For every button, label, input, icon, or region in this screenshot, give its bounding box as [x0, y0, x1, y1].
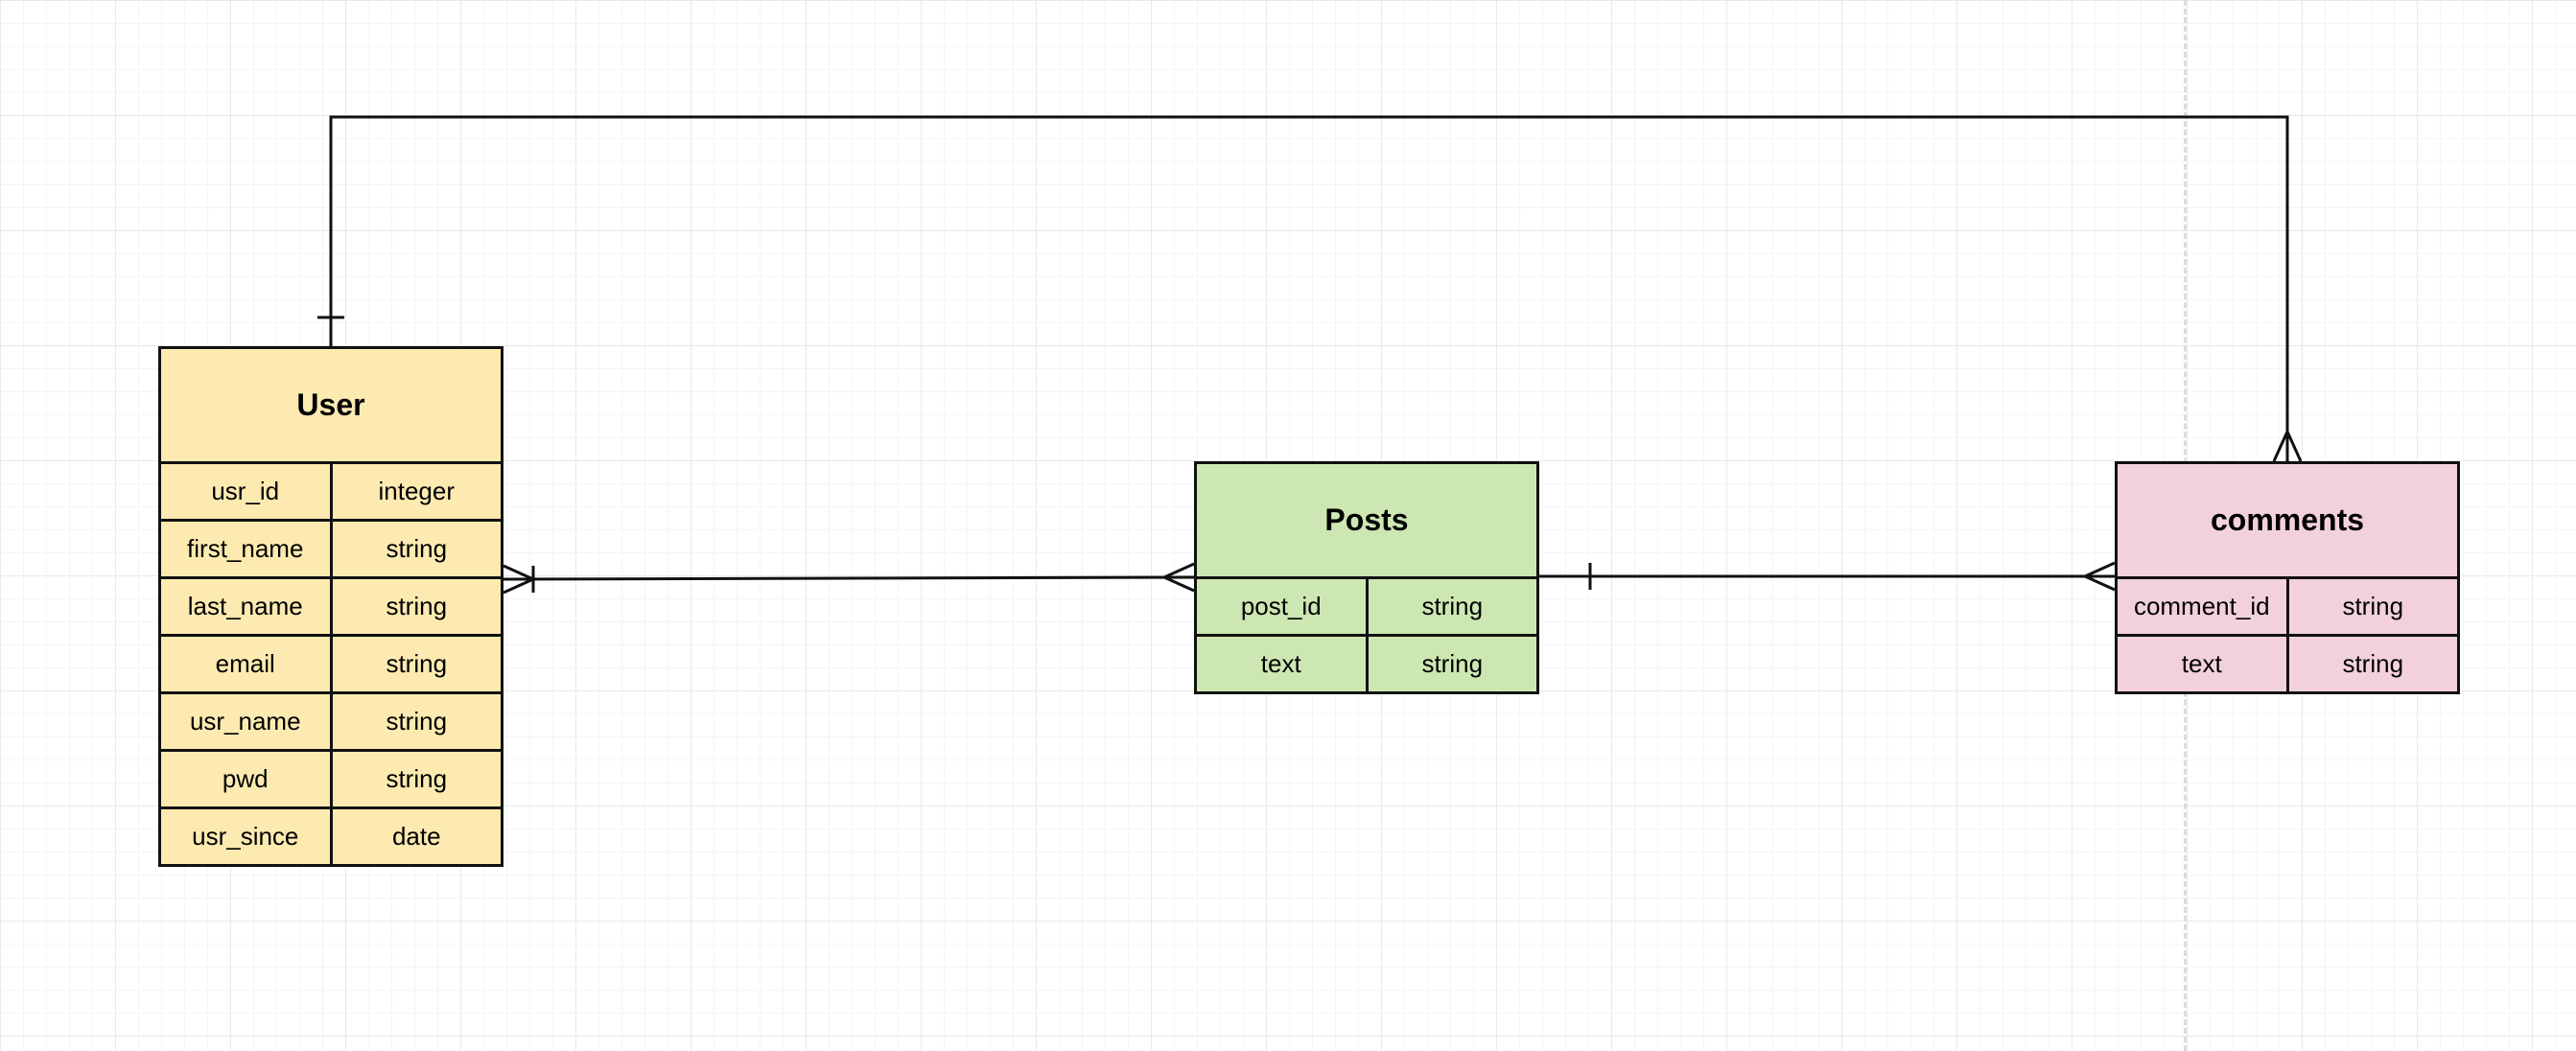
attribute-row[interactable]: pwd string [161, 749, 501, 806]
attribute-type: string [386, 534, 448, 563]
entity-title: comments [2210, 502, 2365, 537]
crowfoot-end-comments [2081, 561, 2116, 592]
attribute-row[interactable]: post_id string [1197, 576, 1536, 634]
attribute-name: email [161, 637, 333, 691]
attribute-type: string [386, 649, 448, 678]
attribute-name: usr_id [161, 464, 333, 519]
attribute-name: text [1197, 637, 1369, 691]
attribute-type: string [386, 764, 448, 793]
attribute-name: pwd [161, 752, 333, 806]
connector-line [503, 575, 1195, 581]
entity-comments[interactable]: comments comment_id string text string [2115, 461, 2460, 694]
entity-title: Posts [1324, 502, 1409, 537]
attribute-row[interactable]: usr_since date [161, 806, 501, 864]
attribute-row[interactable]: first_name string [161, 519, 501, 576]
attribute-row[interactable]: text string [1197, 634, 1536, 691]
attribute-row[interactable]: usr_name string [161, 691, 501, 749]
connector-line [329, 115, 2289, 461]
attribute-name: first_name [161, 522, 333, 576]
attribute-type: string [2342, 649, 2404, 678]
attribute-row[interactable]: email string [161, 634, 501, 691]
connector-user-posts[interactable] [503, 562, 1195, 595]
attribute-type: string [2342, 592, 2404, 620]
attribute-type: string [1421, 649, 1484, 678]
attribute-type: string [1421, 592, 1484, 620]
attribute-name: last_name [161, 579, 333, 634]
attribute-type: integer [378, 477, 456, 505]
attribute-name: usr_since [161, 809, 333, 864]
attribute-row[interactable]: usr_id integer [161, 461, 501, 519]
attribute-name: post_id [1197, 579, 1369, 634]
attribute-row[interactable]: comment_id string [2118, 576, 2457, 634]
entity-title: User [296, 387, 365, 422]
attribute-type: string [386, 707, 448, 736]
attribute-name: usr_name [161, 694, 333, 749]
crowfoot-end-posts [1160, 562, 1195, 593]
connector-user-comments[interactable] [317, 115, 2303, 462]
crowfoot-end-user [503, 564, 537, 595]
attribute-type: string [386, 592, 448, 620]
entity-user[interactable]: User usr_id integer first_name string la… [158, 346, 503, 867]
attribute-row[interactable]: text string [2118, 634, 2457, 691]
attribute-name: text [2118, 637, 2289, 691]
attribute-type: date [391, 822, 441, 851]
entity-posts[interactable]: Posts post_id string text string [1194, 461, 1539, 694]
attribute-name: comment_id [2118, 579, 2289, 634]
attribute-row[interactable]: last_name string [161, 576, 501, 634]
connector-posts-comments[interactable] [1539, 561, 2116, 592]
crowfoot-end-comments [2272, 428, 2303, 462]
